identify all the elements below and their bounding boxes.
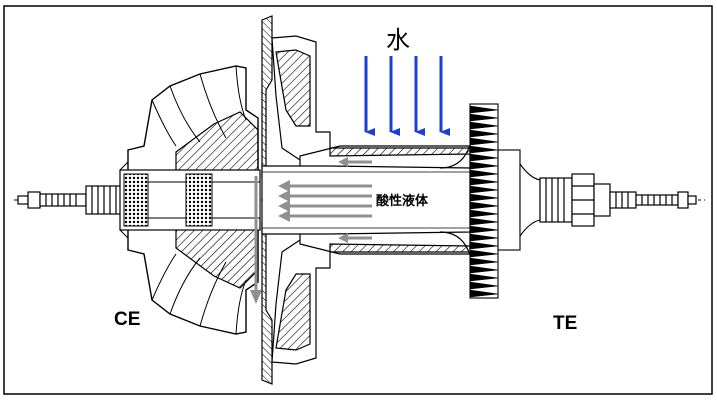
flow-arrow-head [250, 290, 262, 304]
flow-arrow-head [278, 180, 290, 192]
turbine-blade [469, 257, 499, 266]
acid-flow-arrows [250, 157, 372, 304]
turbine-blade [469, 137, 499, 146]
turbine-blade [469, 281, 499, 290]
rotor-shaft [261, 139, 473, 261]
flow-arrow-head [278, 190, 290, 202]
turbine-blade [469, 249, 499, 258]
turbine-blade [469, 105, 499, 114]
outer-frame [3, 5, 713, 395]
turbine-wheel [469, 103, 541, 299]
turbine-blade [469, 121, 499, 130]
turbine-blade [469, 129, 499, 138]
turbine-blade [469, 265, 499, 274]
flow-arrow-head [338, 233, 348, 243]
seal-plate [261, 15, 331, 385]
water-label: 水 [386, 26, 410, 54]
flow-arrow-head [278, 200, 290, 212]
right-shaft-end [539, 173, 697, 227]
flow-arrow-head [338, 157, 348, 167]
turbine-blade [469, 273, 499, 282]
left-shaft-end [17, 185, 125, 215]
acid-liquid-label: 酸性液体 [376, 194, 429, 209]
compressor-wheel [119, 65, 261, 335]
flow-arrow-head [278, 210, 290, 222]
water-flow-arrows [364, 56, 450, 136]
turbine-blade [469, 113, 499, 122]
turbine-end-label: TE [553, 313, 578, 334]
turbine-blade [469, 289, 499, 298]
compressor-end-label: CE [114, 309, 141, 330]
